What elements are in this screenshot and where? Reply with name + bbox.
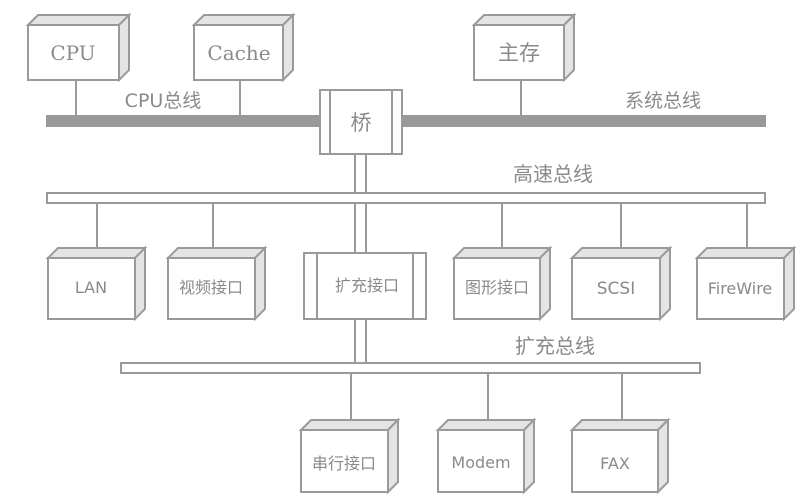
scsi-box: SCSI xyxy=(569,245,673,322)
modem-box: Modem xyxy=(435,417,537,495)
bridge-label: 桥 xyxy=(351,111,372,135)
system-bus-label: 系统总线 xyxy=(625,90,701,112)
connector-lines xyxy=(75,80,748,420)
serial-interface-label: 串行接口 xyxy=(312,454,376,473)
bridge-box: 桥 xyxy=(319,89,403,155)
cpu-box: CPU xyxy=(25,12,132,83)
cpu-bus-bar xyxy=(46,115,322,127)
cpu-bus-label: CPU总线 xyxy=(125,90,202,112)
modem-label: Modem xyxy=(451,453,510,472)
video-interface-label: 视频接口 xyxy=(179,278,243,297)
firewire-label: FireWire xyxy=(708,279,773,298)
cache-label: Cache xyxy=(207,41,270,65)
expansion-bus-bar xyxy=(120,362,701,374)
video-interface-box: 视频接口 xyxy=(165,245,268,322)
system-bus-bar xyxy=(402,115,766,127)
expansion-interface-label: 扩充接口 xyxy=(335,276,399,295)
fax-box: FAX xyxy=(569,417,671,495)
cache-box: Cache xyxy=(191,12,296,83)
serial-interface-box: 串行接口 xyxy=(298,417,401,495)
graphics-interface-box: 图形接口 xyxy=(451,245,553,322)
expansion-bus-label: 扩充总线 xyxy=(515,334,595,358)
high-speed-bus-bar xyxy=(46,192,766,204)
fax-label: FAX xyxy=(600,454,630,473)
memory-label: 主存 xyxy=(498,41,540,65)
scsi-label: SCSI xyxy=(597,279,635,299)
lan-label: LAN xyxy=(75,278,107,297)
lan-box: LAN xyxy=(45,245,148,322)
expansion-interface-box: 扩充接口 xyxy=(303,252,427,320)
graphics-interface-label: 图形接口 xyxy=(465,278,529,297)
high-speed-bus-label: 高速总线 xyxy=(513,162,593,186)
memory-box: 主存 xyxy=(471,12,577,83)
firewire-box: FireWire xyxy=(694,245,797,322)
cpu-label: CPU xyxy=(50,41,95,65)
